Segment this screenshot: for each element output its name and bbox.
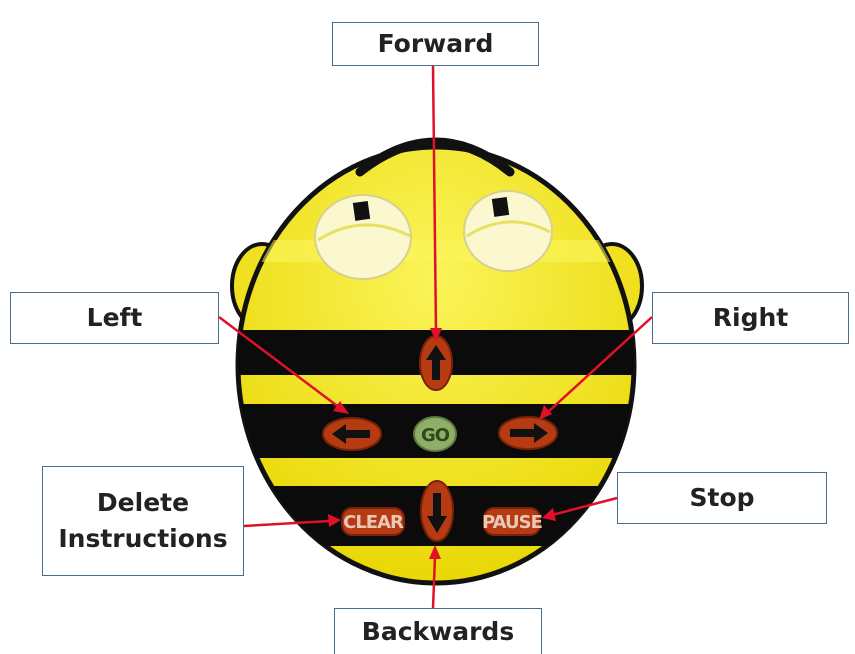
left-pointer-arrow <box>218 316 341 409</box>
left-button <box>322 417 382 451</box>
delete-pointer-arrow <box>243 519 331 528</box>
pause-button-label: PAUSE <box>482 512 542 533</box>
right-pointer-arrow <box>547 316 653 413</box>
arrow-up-icon <box>426 345 446 380</box>
right-eye <box>463 190 553 272</box>
arrow-left-icon <box>332 424 370 444</box>
backwards-button <box>420 480 454 542</box>
pause-button: PAUSE <box>482 507 543 536</box>
head-arc <box>355 137 515 177</box>
forward-button <box>419 335 453 391</box>
right-label-text: Right <box>712 303 789 332</box>
backwards-label-text: Backwards <box>361 616 515 646</box>
backwards-pointer-arrow <box>431 555 437 609</box>
stop-label-text: Stop <box>689 483 755 512</box>
forward-pointer-arrow <box>431 65 438 333</box>
right-label: Right <box>652 292 849 344</box>
forward-label: Forward <box>332 22 539 66</box>
left-eye <box>314 194 412 280</box>
stop-pointer-arrow <box>551 496 618 517</box>
pointer-arrows <box>218 65 653 609</box>
go-button: GO <box>413 416 457 452</box>
backwards-label: Backwards <box>334 608 542 654</box>
delete-label-line2: Instructions <box>58 524 228 553</box>
delete-instructions-label: Delete Instructions <box>42 466 244 576</box>
clear-button-label: CLEAR <box>343 512 404 533</box>
clear-button: CLEAR <box>341 507 405 536</box>
forward-label-text: Forward <box>377 29 494 58</box>
left-label: Left <box>10 292 219 344</box>
delete-label-line1: Delete <box>96 488 190 517</box>
arrow-right-icon <box>510 423 548 443</box>
arrow-down-icon <box>427 493 447 533</box>
go-button-label: GO <box>421 425 450 446</box>
right-button <box>498 416 558 450</box>
stop-label: Stop <box>617 472 827 524</box>
left-label-text: Left <box>86 303 143 332</box>
